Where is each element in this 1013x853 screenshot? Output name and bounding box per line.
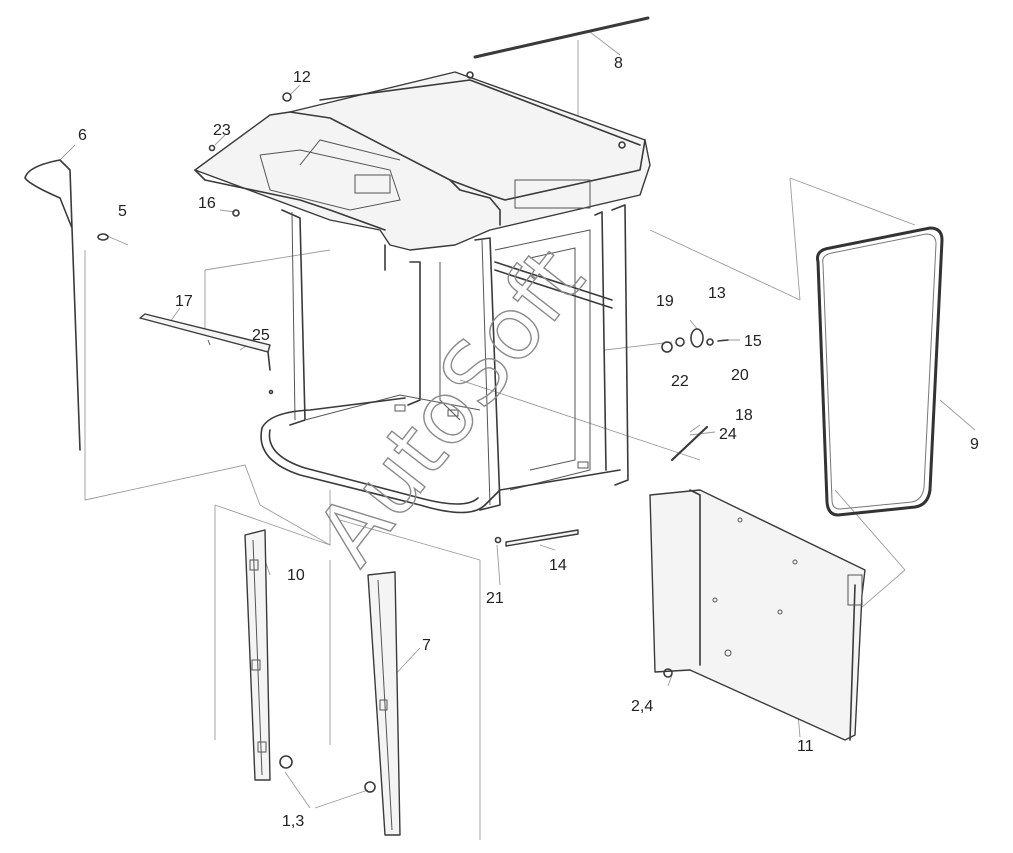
callout-16: 16: [198, 195, 216, 212]
part-11-panel: [649, 489, 866, 741]
part-17-25-rail: [139, 313, 274, 395]
part-14-strip: [505, 529, 579, 547]
callout-14: 14: [549, 557, 567, 574]
fittings-cluster: [661, 328, 729, 353]
callout-12: 12: [293, 69, 311, 86]
cab-frame: [194, 71, 651, 514]
callout-13: 13: [708, 285, 726, 302]
part-9-window-seal: [816, 226, 944, 517]
callout-22: 22: [671, 373, 689, 390]
watermark-text: AutoSoft: [298, 230, 604, 583]
part-21-screw: [494, 536, 502, 544]
callout-25: 25: [252, 327, 270, 344]
part-6-rod: [24, 159, 81, 451]
callout-18: 18: [735, 407, 753, 424]
callout-8: 8: [614, 55, 623, 72]
callout-21: 21: [486, 590, 504, 607]
callout-7: 7: [422, 637, 431, 654]
callout-9: 9: [970, 436, 979, 453]
part-7-column: [364, 571, 401, 836]
part-5-fitting: [97, 233, 109, 241]
callout-19: 19: [656, 293, 674, 310]
callout-20: 20: [731, 367, 749, 384]
callout-5: 5: [118, 203, 127, 220]
part-8-strip: [473, 16, 650, 59]
part-10-column: [244, 529, 293, 781]
callout-17: 17: [175, 293, 193, 310]
callout-2-4: 2,4: [631, 698, 653, 715]
callout-23: 23: [213, 122, 231, 139]
callout-15: 15: [744, 333, 762, 350]
callout-10: 10: [287, 567, 305, 584]
callout-labels: 12 23 6 5 16 8 17 25 19 13 15 22 20 9 18…: [78, 55, 979, 830]
callout-1-3: 1,3: [282, 813, 304, 830]
callout-24: 24: [719, 426, 737, 443]
callout-11: 11: [797, 738, 814, 755]
part-18-24-rod: [670, 425, 709, 462]
callout-6: 6: [78, 127, 87, 144]
